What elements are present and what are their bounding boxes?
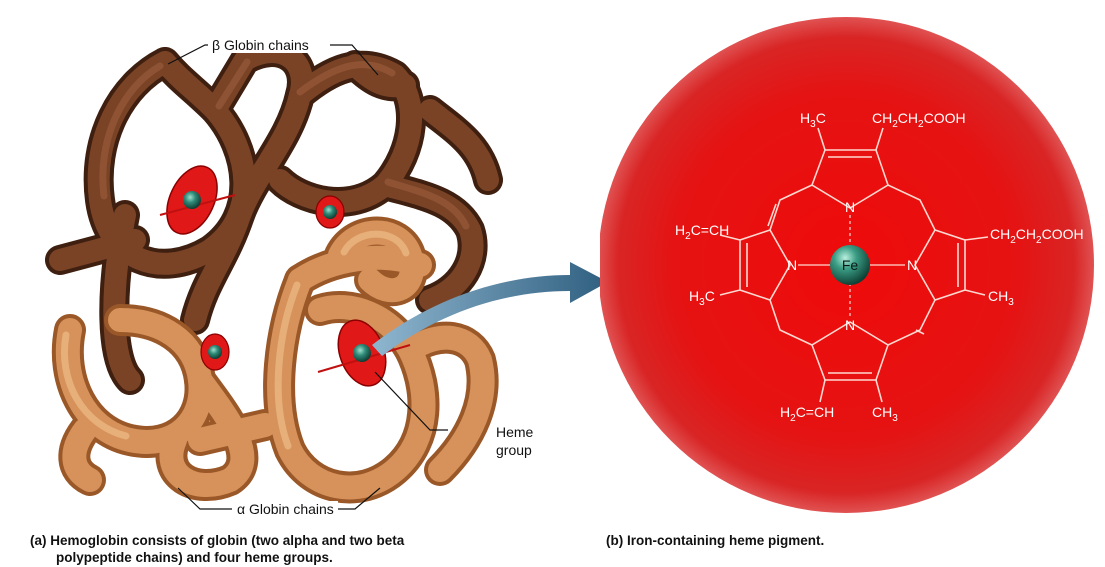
heme-label-line2: group xyxy=(496,441,533,459)
nitrogen-top: N xyxy=(845,199,855,215)
nitrogen-right: N xyxy=(907,257,917,273)
group-right-upper: CH2CH2COOH xyxy=(990,226,1084,246)
alpha-globin-label: α Globin chains xyxy=(233,501,338,517)
group-top-left: H3C xyxy=(800,110,826,130)
caption-b: (b) Iron-containing heme pigment. xyxy=(606,532,824,549)
heme-group-3 xyxy=(201,334,229,370)
group-right-lower: CH3 xyxy=(988,288,1014,308)
caption-a: (a) Hemoglobin consists of globin (two a… xyxy=(30,532,404,566)
heme-structure-diagram: Fe N N N N xyxy=(600,0,1105,530)
caption-a-line1: (a) Hemoglobin consists of globin (two a… xyxy=(30,532,404,549)
caption-a-line2: polypeptide chains) and four heme groups… xyxy=(30,549,404,566)
fe-label: Fe xyxy=(842,257,859,273)
group-bottom-left: H2C=CH xyxy=(780,404,834,424)
group-bottom-right: CH3 xyxy=(872,404,898,424)
nitrogen-bottom: N xyxy=(845,317,855,333)
heme-group-2 xyxy=(316,196,344,228)
heme-label-line1: Heme xyxy=(496,423,533,441)
group-left-lower: H3C xyxy=(689,288,715,308)
heme-group-label: Heme group xyxy=(496,423,533,459)
beta-globin-label: β Globin chains xyxy=(208,37,313,53)
nitrogen-left: N xyxy=(787,257,797,273)
group-top-right: CH2CH2COOH xyxy=(872,110,966,130)
group-left-upper: H2C=CH xyxy=(675,222,729,242)
